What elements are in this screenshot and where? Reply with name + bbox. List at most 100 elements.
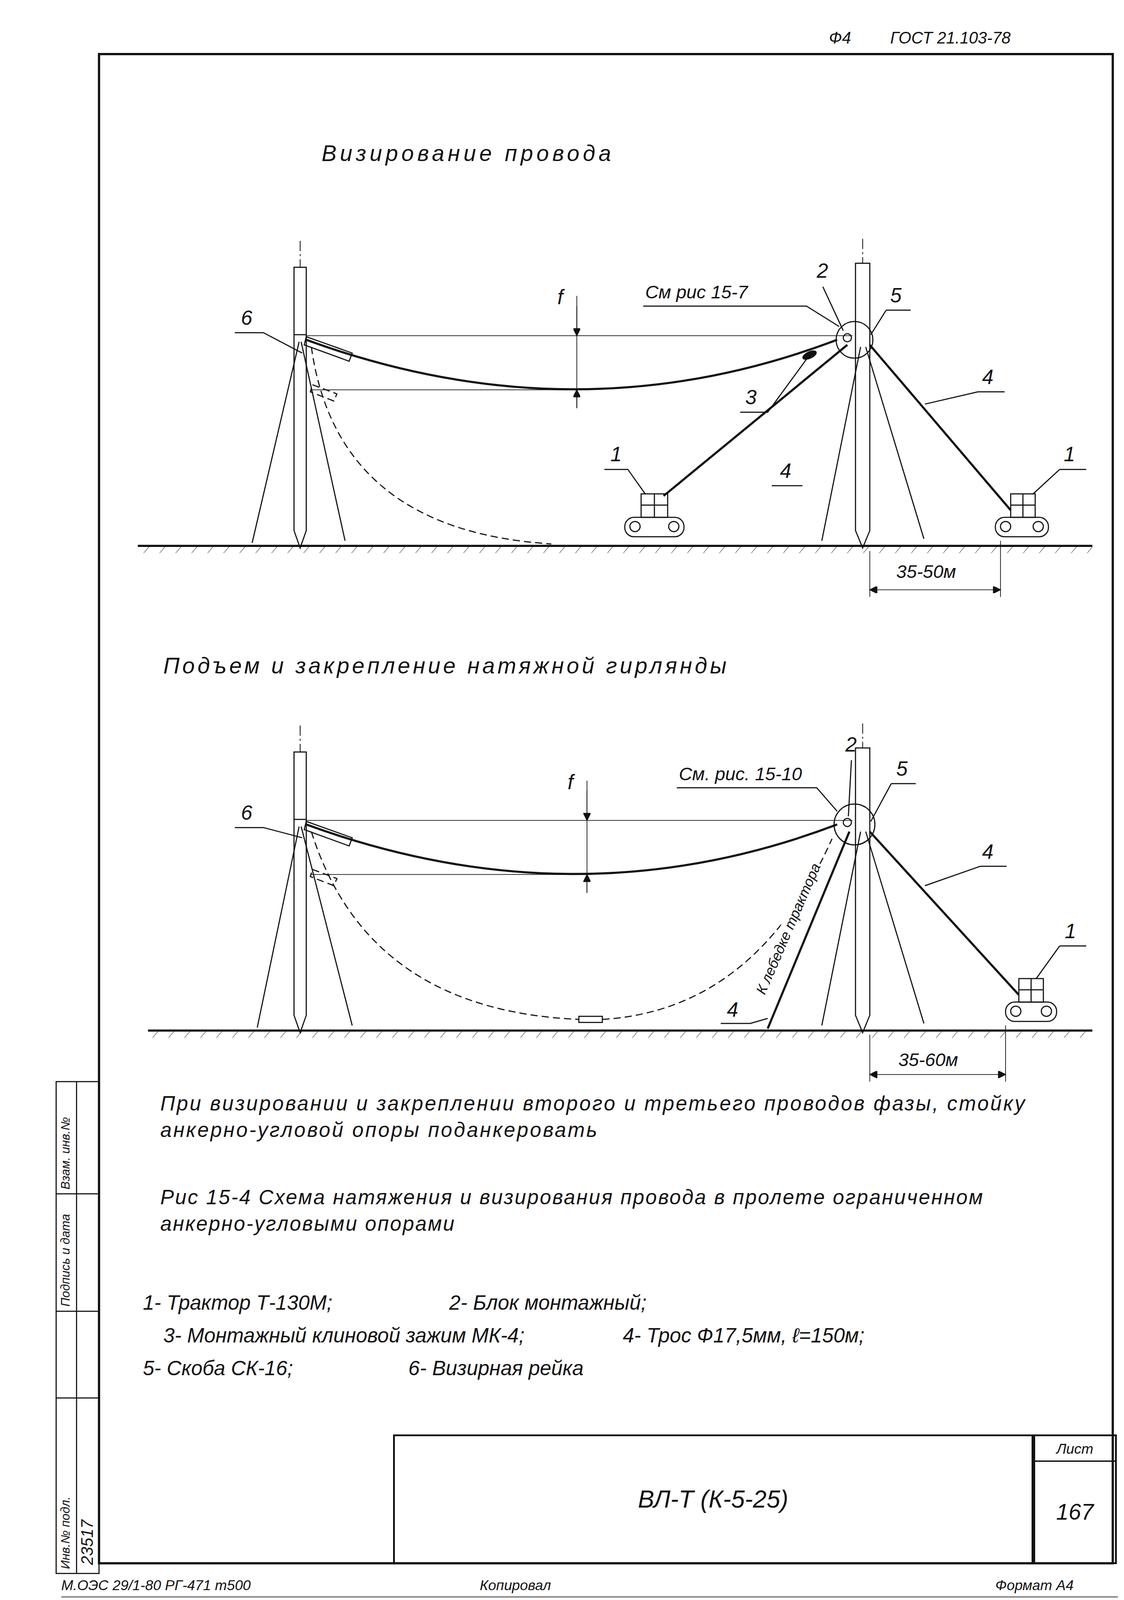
leader-line: [642, 306, 840, 327]
distance-dimension: [869, 589, 1001, 591]
tractor: [629, 521, 641, 532]
reference-note: См. рис. 15-10: [678, 763, 802, 785]
ground-line: [137, 546, 1093, 554]
anchor-pole: [293, 334, 307, 336]
callout-number: 6: [240, 306, 253, 330]
sheet-frame: [61, 1596, 1119, 1598]
tractor: [1000, 521, 1011, 532]
sighting-rod: [310, 384, 337, 401]
sheet-code: Ф4: [829, 28, 852, 48]
section-heading: Визирование провода: [321, 140, 615, 167]
leader-line: [870, 310, 911, 335]
stamp-strip: [56, 1310, 100, 1313]
leader-line: [676, 787, 837, 812]
distance-dimension: [1005, 1025, 1006, 1082]
callout-number: 5: [896, 757, 908, 781]
standard-code: ГОСТ 21.103-78: [890, 28, 1011, 48]
section-heading: Подъем и закрепление натяжной гирлянды: [163, 653, 730, 680]
legend-item: 6- Визирная рейка: [408, 1356, 584, 1381]
callout-number: 1: [1063, 442, 1076, 467]
legend-item: 1- Трактор Т-130М;: [143, 1291, 333, 1315]
ground-line: [137, 546, 1093, 554]
steel-rope: [767, 831, 1020, 1029]
leader-line: [234, 827, 302, 838]
tractor: [641, 494, 668, 518]
leader-line: [234, 760, 1087, 1024]
anchor-pole: [855, 263, 871, 549]
tractor: [624, 517, 684, 537]
dimension: 35-50м: [896, 561, 957, 583]
stamp-strip: [56, 1397, 100, 1399]
callout-number: 3: [745, 385, 757, 410]
tractor: [1010, 494, 1036, 518]
sighting-rod: [310, 869, 337, 886]
inventory-number: 23517: [78, 1519, 97, 1566]
leader-line: [234, 332, 302, 353]
figure-caption: Рис 15-4 Схема натяжения и визирования п…: [160, 1184, 1039, 1238]
distance-dimension: [869, 1025, 1006, 1082]
callout-number: 4: [779, 459, 792, 483]
conductor-wire: [311, 346, 552, 544]
tractor: [995, 494, 1049, 538]
anchor-pole: [822, 723, 925, 1033]
sighting-rod: [304, 821, 353, 847]
conductor-wire: [311, 831, 579, 1020]
sag-dimension: [576, 296, 578, 409]
callout-number: 1: [1064, 919, 1076, 944]
anchor-pole: [843, 818, 852, 827]
callout-number: 4: [726, 998, 739, 1022]
ground-line: [148, 1030, 1093, 1038]
ground-line: [148, 1030, 1093, 1038]
tractor: [624, 494, 684, 538]
anchor-pole: [293, 752, 307, 1033]
reference-note: См рис 15-7: [645, 281, 748, 303]
anchor-pole: [252, 240, 346, 549]
stamp-strip: [75, 1081, 78, 1574]
archive-code: М.ОЭС 29/1-80 РГ-471 т500: [61, 1577, 251, 1594]
leader-line: [234, 286, 1087, 495]
leader-line: [924, 391, 1005, 404]
stamp-strip: [56, 1081, 100, 1574]
sheet-label: Лист: [1035, 1436, 1116, 1462]
tractor: [1005, 978, 1057, 1022]
anchor-pole: [862, 238, 864, 264]
sag-dimension: [586, 780, 588, 893]
conductor-wire: [306, 335, 853, 337]
tractor: [641, 504, 668, 506]
conductor-wire: [602, 838, 832, 1020]
conductor-wire: [306, 335, 853, 544]
tractor: [1041, 1005, 1052, 1017]
anchor-pole: [257, 725, 353, 1033]
legend-item: 3- Монтажный клиновой зажим МК-4;: [163, 1324, 525, 1348]
leader-line: [1033, 469, 1087, 495]
sag-symbol: f: [567, 770, 574, 795]
sheet-number: 167: [1035, 1461, 1116, 1563]
tractor: [668, 521, 679, 532]
stamp-strip: [56, 1081, 100, 1574]
general-note: При визировании и закреплении второго и …: [160, 1090, 1039, 1144]
anchor-pole: [862, 723, 864, 748]
callout-number: 2: [816, 259, 828, 283]
sag-symbol: f: [557, 285, 564, 310]
copied-by: Копировал: [479, 1577, 552, 1594]
distance-dimension: [1000, 540, 1002, 597]
callout-number: 1: [610, 442, 622, 467]
anchor-pole: [301, 826, 353, 1026]
leader-line: [1036, 945, 1086, 979]
sheet-frame: [61, 54, 1119, 1598]
tractor: [995, 517, 1049, 537]
callout-number: 6: [240, 801, 253, 825]
stamp-label: Инв.№ подл.: [58, 1496, 73, 1570]
anchor-pole: [843, 333, 852, 342]
title-block-cell: ВЛ-Т (К-5-25): [393, 1434, 1034, 1565]
tractor: [1005, 1001, 1057, 1022]
legend-item: 2- Блок монтажный;: [449, 1291, 647, 1315]
conductor-wire: [306, 820, 853, 1023]
conductor-wire: [578, 1016, 603, 1023]
conductor-wire: [306, 339, 838, 390]
anchor-pole: [252, 341, 300, 543]
anchor-pole: [299, 240, 301, 268]
tractor: [1010, 504, 1036, 506]
anchor-pole: [834, 804, 875, 845]
